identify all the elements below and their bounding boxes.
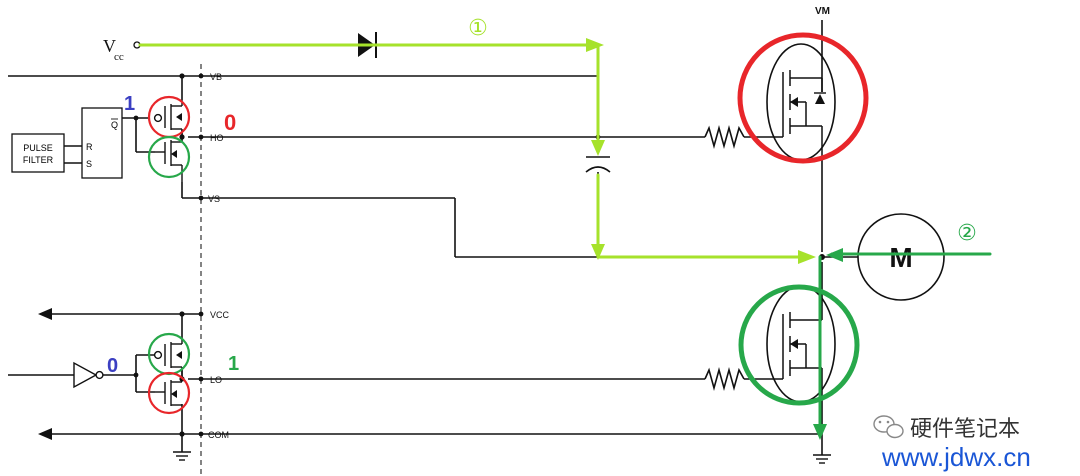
pin-vcc-label: VCC — [210, 310, 230, 320]
rs-latch-block — [81, 107, 123, 179]
driver-fet-high-pmos-arrow — [176, 113, 182, 121]
driver-fet-low-nmos — [155, 380, 182, 406]
vcc-supply-label: V — [103, 36, 116, 56]
current-path-1-arrows — [586, 38, 816, 264]
current-path-2-arrows — [813, 248, 843, 440]
pulse-filter-block — [11, 133, 65, 173]
red-circle-low-nmos — [147, 371, 191, 415]
vm-supply-label: VM — [815, 6, 830, 17]
ground-symbol-bridge — [813, 454, 831, 464]
pulse-filter-label-2: FILTER — [23, 155, 54, 165]
driver-fet-low-pmos — [153, 340, 183, 379]
wiring — [8, 20, 860, 455]
vcc-supply-subscript: cc — [114, 51, 124, 63]
latch-r-label: R — [86, 142, 93, 152]
driver-fet-low-pmos-arrow — [176, 351, 182, 359]
vcc-arrow-head — [38, 308, 52, 320]
path-1-label: ① — [468, 15, 488, 40]
green-circle-low-mosfet — [738, 284, 860, 406]
junction-dots — [133, 73, 825, 437]
pin-vs-label: VS — [208, 194, 220, 204]
green-circle-high-nmos — [147, 135, 191, 179]
pin-vb-label: VB — [210, 72, 222, 82]
ground-symbol-driver — [173, 451, 191, 461]
watermark-site: www.jdwx.cn — [881, 442, 1031, 472]
state-latch-q: 1 — [124, 93, 135, 115]
inverter-symbol — [73, 361, 104, 389]
motor-label: M — [889, 242, 912, 273]
com-arrow-head — [38, 428, 52, 440]
gate-resistor-low — [704, 367, 745, 391]
state-lo-output: 1 — [228, 353, 239, 375]
power-mosfet-low — [766, 285, 836, 403]
power-mosfet-high — [766, 43, 836, 161]
latch-q-label: Q — [111, 120, 118, 130]
pin-lo-label: LO — [210, 375, 222, 385]
latch-s-label: S — [86, 159, 92, 169]
pulse-filter-label-1: PULSE — [23, 143, 53, 153]
wechat-logo-icon — [873, 415, 904, 439]
path-2-label: ② — [957, 220, 977, 245]
motor-symbol — [857, 213, 945, 301]
driver-fet-low-nmos-arrow — [171, 390, 177, 398]
current-path-2 — [818, 252, 992, 432]
state-ho-output: 0 — [224, 110, 236, 135]
gate-resistor-high — [704, 125, 745, 149]
pin-ho-label: HO — [210, 133, 224, 143]
watermark-channel-name: 硬件笔记本 — [910, 416, 1020, 441]
driver-fet-high-nmos-arrow — [171, 150, 177, 158]
pin-com-label: COM — [208, 430, 229, 440]
state-inverter-input: 0 — [107, 355, 118, 377]
current-path-1 — [138, 43, 810, 259]
red-circle-high-mosfet — [737, 32, 869, 164]
driver-fet-high-pmos — [153, 100, 183, 137]
bootstrap-capacitor — [585, 156, 611, 173]
